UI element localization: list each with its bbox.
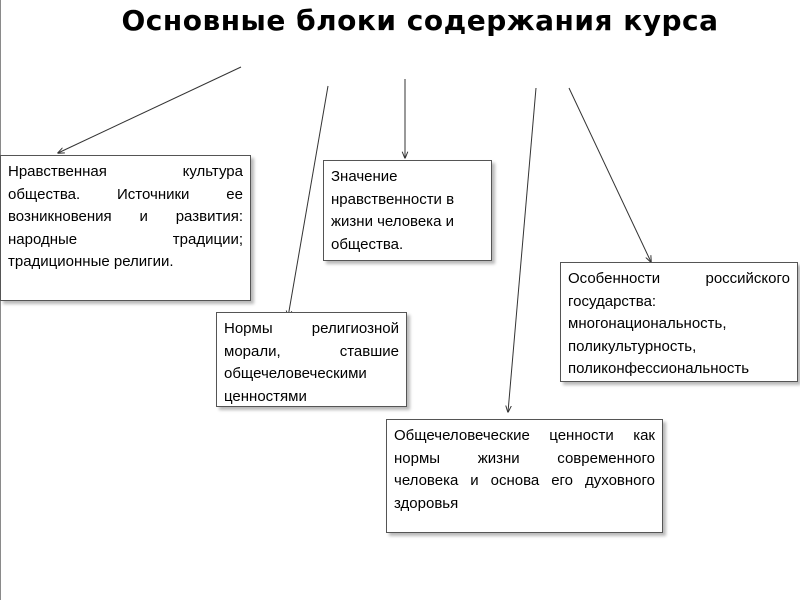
arrow-to-universal-values [508,87,537,412]
block-russia-features-text: Особенности российского государства: мно… [568,270,790,377]
block-moral-culture-text: Нравственная культура общества. Источник… [8,163,243,270]
block-morality-meaning: Значение нравственности в жизни человека… [323,160,492,261]
arrow-to-religious-norms [288,85,329,317]
block-universal-values: Общечеловеческие ценности как нормы жизн… [386,419,663,533]
arrow-to-moral-culture [58,66,242,153]
block-russia-features: Особенности российского государства: мно… [560,262,798,382]
block-religious-norms-text: Нормы религиозной морали, ставшие общече… [224,320,399,405]
arrow-to-russia-features [568,87,651,262]
block-universal-values-text: Общечеловеческие ценности как нормы жизн… [394,427,655,512]
slide-title: Основные блоки содержания курса [121,4,719,37]
block-morality-meaning-text: Значение нравственности в жизни человека… [331,168,455,253]
block-moral-culture: Нравственная культура общества. Источник… [0,155,251,301]
block-religious-norms: Нормы религиозной морали, ставшие общече… [216,312,407,407]
